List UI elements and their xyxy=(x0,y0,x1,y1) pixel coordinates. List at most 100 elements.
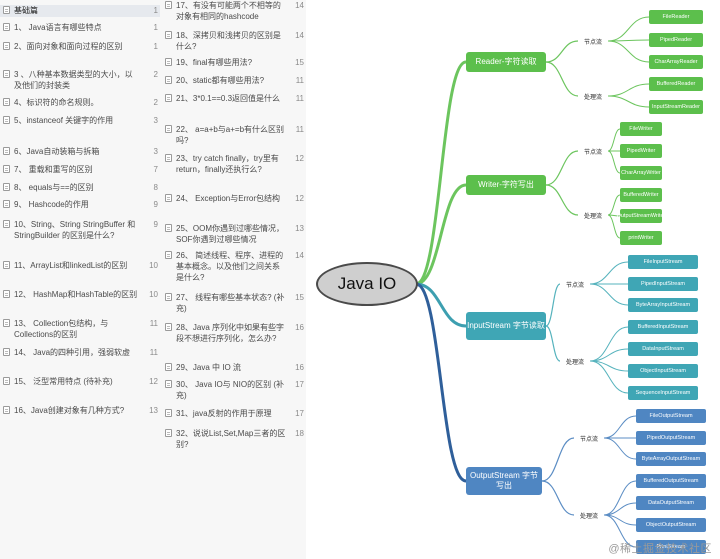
class-leaf-node: BufferedOutputStream xyxy=(636,474,706,488)
toc-item-title: 5、instanceof 关键字的作用 xyxy=(14,116,114,125)
toc-item[interactable]: 10、String、String StringBuffer 和 StringBu… xyxy=(0,219,160,255)
stream-type-label: 节点流 xyxy=(579,436,598,443)
toc-item[interactable]: 基础篇 1 xyxy=(0,5,160,17)
connector-line xyxy=(607,16,650,42)
document-icon xyxy=(165,323,172,331)
document-icon xyxy=(3,290,10,298)
toc-item-page: 9 xyxy=(153,220,158,229)
toc-item-page: 1 xyxy=(153,23,158,32)
toc-item-title: 10、String、String StringBuffer 和 StringBu… xyxy=(14,220,136,240)
toc-item-title: 15、 泛型常用特点 (待补充) xyxy=(14,377,113,386)
toc-item[interactable]: 9、 Hashcode的作用 9 xyxy=(0,199,160,211)
toc-item[interactable]: 18、深拷贝和浅拷贝的区别是什么?14 xyxy=(162,30,306,54)
toc-item-title: 9、 Hashcode的作用 xyxy=(14,200,89,209)
toc-item-title: 29、Java 中 IO 流 xyxy=(176,363,241,372)
class-leaf-node: PipedWriter xyxy=(620,144,662,158)
toc-item-page: 13 xyxy=(149,406,158,415)
toc-item-title: 7、 重载和重写的区别 xyxy=(14,165,93,174)
toc-item-page: 8 xyxy=(153,183,158,192)
toc-item-title: 24、 Exception与Error包结构 xyxy=(176,194,281,203)
toc-item-page: 2 xyxy=(153,98,158,107)
connector-line xyxy=(545,61,579,97)
toc-item[interactable]: 28、Java 序列化中如果有些字段不想进行序列化，怎么办?16 xyxy=(162,322,306,358)
connector-line xyxy=(603,514,637,548)
toc-item[interactable]: 19、final有哪些用法?15 xyxy=(162,57,306,69)
document-icon xyxy=(165,380,172,388)
toc-item-title: 18、深拷贝和浅拷贝的区别是什么? xyxy=(176,31,281,51)
toc-item-page: 18 xyxy=(295,429,304,438)
connector-line xyxy=(545,184,579,216)
connector-line xyxy=(603,480,637,516)
connector-line xyxy=(607,194,621,216)
toc-item[interactable]: 6、Java自动装箱与拆箱 3 xyxy=(0,146,160,158)
toc-item-title: 6、Java自动装箱与拆箱 xyxy=(14,147,100,156)
toc-item-title: 20、static都有哪些用法? xyxy=(176,76,265,85)
toc-item-title: 基础篇 xyxy=(14,6,38,15)
toc-item-title: 16、Java创建对象有几种方式? xyxy=(14,406,125,415)
toc-item[interactable]: 24、 Exception与Error包结构 12 xyxy=(162,193,306,217)
mindmap-connectors xyxy=(415,16,650,548)
toc-item-page: 1 xyxy=(153,42,158,51)
toc-item-page: 15 xyxy=(295,58,304,67)
class-leaf-node: DataOutputStream xyxy=(636,496,706,510)
toc-item-title: 13、 Collection包结构，与Collections的区别 xyxy=(14,319,109,339)
toc-item[interactable]: 22、 a=a+b与a+=b有什么区别吗?11 xyxy=(162,124,306,148)
toc-item-page: 1 xyxy=(153,6,158,15)
toc-item[interactable]: 4、标识符的命名规则。2 xyxy=(0,97,160,109)
toc-item[interactable]: 21、3*0.1==0.3返回值是什么 11 xyxy=(162,93,306,117)
document-icon xyxy=(3,200,10,208)
connector-line xyxy=(603,437,637,460)
toc-item-title: 28、Java 序列化中如果有些字段不想进行序列化，怎么办? xyxy=(176,323,285,343)
document-icon xyxy=(165,251,172,259)
toc-item-page: 12 xyxy=(295,194,304,203)
toc-item-title: 12、 HashMap和HashTable的区别 xyxy=(14,290,138,299)
toc-item[interactable]: 20、static都有哪些用法?11 xyxy=(162,75,306,87)
class-leaf-node: FileOutputStream xyxy=(636,409,706,423)
toc-item[interactable]: 23、try catch finally，try里有return，finally… xyxy=(162,153,306,189)
toc-item[interactable]: 15、 泛型常用特点 (待补充)12 xyxy=(0,376,160,400)
toc-item-page: 9 xyxy=(153,200,158,209)
toc-item[interactable]: 32、说说List,Set,Map三者的区别? 18 xyxy=(162,428,306,452)
document-icon xyxy=(3,406,10,414)
class-leaf-node: BufferedWriter xyxy=(620,188,662,202)
class-leaf-node: PrintStream xyxy=(636,540,706,554)
connector-line xyxy=(415,282,467,328)
document-icon xyxy=(165,154,172,162)
toc-item-title: 26、 简述线程、程序、进程的基本概念。以及他们之间关系是什么? xyxy=(176,251,284,282)
connector-line xyxy=(415,60,467,286)
toc-item[interactable]: 26、 简述线程、程序、进程的基本概念。以及他们之间关系是什么?14 xyxy=(162,250,306,286)
toc-item-title: 32、说说List,Set,Map三者的区别? xyxy=(176,429,286,449)
toc-item[interactable]: 16、Java创建对象有几种方式? 13 xyxy=(0,405,160,429)
class-leaf-node: printWriter xyxy=(620,231,662,245)
toc-item-page: 3 xyxy=(153,147,158,156)
toc-item-title: 14、 Java的四种引用，强弱软虚 xyxy=(14,348,131,357)
document-icon xyxy=(165,1,172,9)
toc-item[interactable]: 27、 线程有哪些基本状态? (补充)15 xyxy=(162,292,306,316)
document-icon xyxy=(3,261,10,269)
document-icon xyxy=(3,183,10,191)
toc-item-title: 21、3*0.1==0.3返回值是什么 xyxy=(176,94,281,103)
document-icon xyxy=(165,363,172,371)
connector-line xyxy=(545,283,561,327)
document-icon xyxy=(165,409,172,417)
toc-item[interactable]: 30、 Java IO与 NIO的区别 (补充)17 xyxy=(162,379,306,403)
class-leaf-node: ObjectOutputStream xyxy=(636,518,706,532)
stream-type-label: 处理流 xyxy=(565,359,584,366)
toc-item-page: 11 xyxy=(295,94,304,103)
